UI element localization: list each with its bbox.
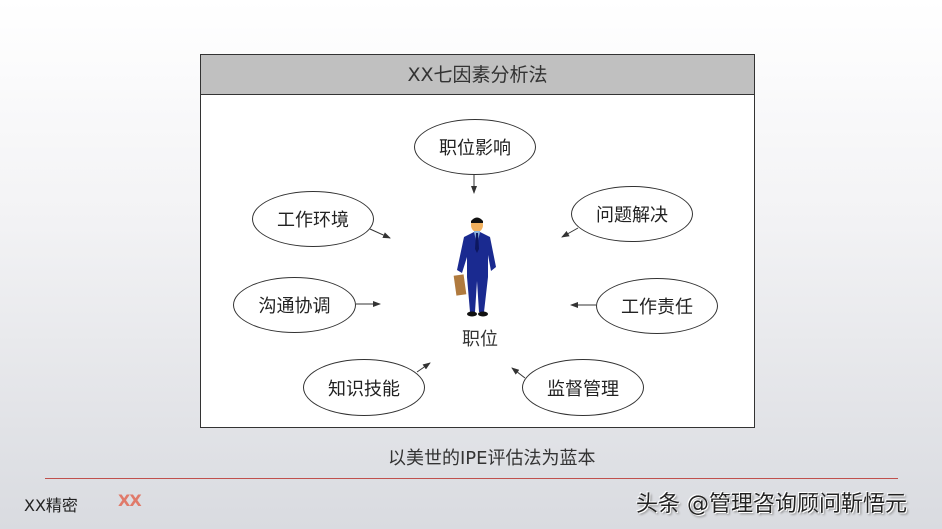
connector-arrows (356, 175, 596, 379)
center-position-label: 职位 (462, 329, 498, 350)
factor-work-environment: 工作环境 (252, 191, 374, 247)
factor-position-impact: 职位影响 (414, 119, 536, 175)
factor-supervision: 监督管理 (522, 359, 644, 416)
businessman-with-briefcase-icon (453, 217, 496, 317)
factor-job-responsibility: 工作责任 (596, 278, 718, 334)
watermark: 头条 @管理咨询顾问靳悟元 (636, 492, 907, 517)
company-name: XX精密 (24, 496, 78, 515)
factor-communication: 沟通协调 (233, 277, 356, 333)
diagram-title: XX七因素分析法 (201, 55, 754, 95)
factor-problem-solving: 问题解决 (571, 186, 693, 242)
footer-divider (45, 478, 898, 479)
subtitle: 以美世的IPE评估法为蓝本 (388, 448, 596, 469)
factor-knowledge-skills: 知识技能 (303, 359, 425, 416)
company-logo: XX (118, 491, 142, 510)
